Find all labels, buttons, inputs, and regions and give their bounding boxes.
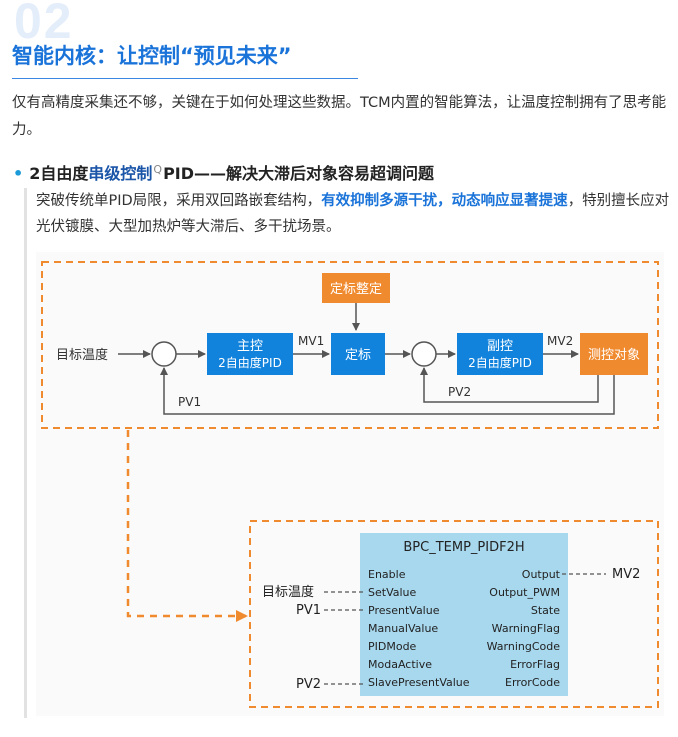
calibration-label: 定标 [345, 348, 371, 363]
fb-input: PresentValue [368, 604, 440, 617]
ext-mv2: MV2 [612, 567, 640, 582]
bullet-highlight-link[interactable]: 串级控制 [88, 164, 153, 183]
bullet-heading: • 2自由度串级控制QPID——解决大滞后对象容易超调问题 [13, 160, 434, 184]
fb-inputs: Enable SetValue PresentValue ManualValue… [368, 568, 470, 689]
title-underline [12, 78, 358, 79]
function-block [360, 533, 568, 696]
main-ctrl-line1: 主控 [237, 339, 263, 354]
fb-output: Output [522, 568, 561, 581]
bullet-prefix: 2自由度 [29, 164, 89, 183]
fb-output: State [531, 604, 560, 617]
ext-pv2: PV2 [296, 677, 321, 692]
function-block-frame [249, 520, 659, 708]
sum-junction-1 [151, 341, 177, 367]
main-ctrl-line2: 2自由度PID [218, 355, 282, 370]
pv1-label: PV1 [178, 395, 201, 409]
bullet-suffix: PID——解决大滞后对象容易超调问题 [163, 164, 435, 183]
mv1-label: MV1 [298, 334, 324, 348]
fb-input: PIDMode [368, 640, 417, 653]
pv2-feedback-line [420, 367, 599, 403]
fb-input: SlavePresentValue [368, 676, 470, 689]
calibration-block [331, 333, 385, 375]
pv2-label: PV2 [448, 385, 471, 399]
fb-outputs: Output Output_PWM State WarningFlag Warn… [487, 568, 561, 689]
description-emphasis: 有效抑制多源干扰，动态响应显著提速 [321, 193, 568, 209]
fb-input: SetValue [368, 586, 417, 599]
cascade-frame [41, 261, 659, 429]
ext-pv1: PV1 [296, 603, 321, 618]
fb-output: WarningFlag [492, 622, 560, 635]
fb-input: Enable [368, 568, 406, 581]
sub-ctrl-line1: 副控 [487, 339, 513, 354]
measured-object-label: 测控对象 [588, 348, 640, 363]
sub-ctrl-line2: 2自由度PID [468, 355, 532, 370]
fb-output: ErrorFlag [510, 658, 560, 671]
target-temp-label: 目标温度 [56, 347, 108, 363]
intro-paragraph: 仅有高精度采集还不够，关键在于如何处理这些数据。TCM内置的智能算法，让温度控制… [12, 95, 667, 138]
search-link-icon[interactable]: Q [153, 163, 163, 176]
fb-output: Output_PWM [489, 586, 560, 599]
main-controller-block [207, 333, 293, 375]
pv1-feedback-line [160, 367, 615, 415]
measured-object-block [580, 333, 648, 375]
description-part2: ，特别擅长应对光伏镀膜、大型加热炉等大滞后、多干扰场景。 [36, 193, 670, 235]
fb-input: ManualValue [368, 622, 438, 635]
fb-output: WarningCode [487, 640, 561, 653]
fb-output: ErrorCode [505, 676, 560, 689]
mv2-label: MV2 [547, 334, 573, 348]
calib-adjust-block [322, 273, 390, 303]
sub-controller-block [457, 333, 543, 375]
sum-junction-2 [411, 341, 437, 367]
calib-adjust-label: 定标整定 [330, 282, 382, 297]
section-title: 智能内核：让控制“预见未来” [12, 44, 292, 68]
bullet-dot-icon: • [13, 164, 24, 183]
fb-input: ModaActive [368, 658, 432, 671]
connector-dashed-arrow [126, 430, 248, 622]
description-part1: 突破传统单PID局限，采用双回路嵌套结构， [36, 193, 322, 209]
function-block-name: BPC_TEMP_PIDF2H [403, 540, 524, 555]
description-paragraph: 突破传统单PID局限，采用双回路嵌套结构，有效抑制多源干扰，动态响应显著提速，特… [36, 188, 672, 240]
section-number: 02 [14, 0, 74, 49]
ext-target-temp: 目标温度 [262, 584, 314, 600]
quote-bar [24, 188, 677, 718]
